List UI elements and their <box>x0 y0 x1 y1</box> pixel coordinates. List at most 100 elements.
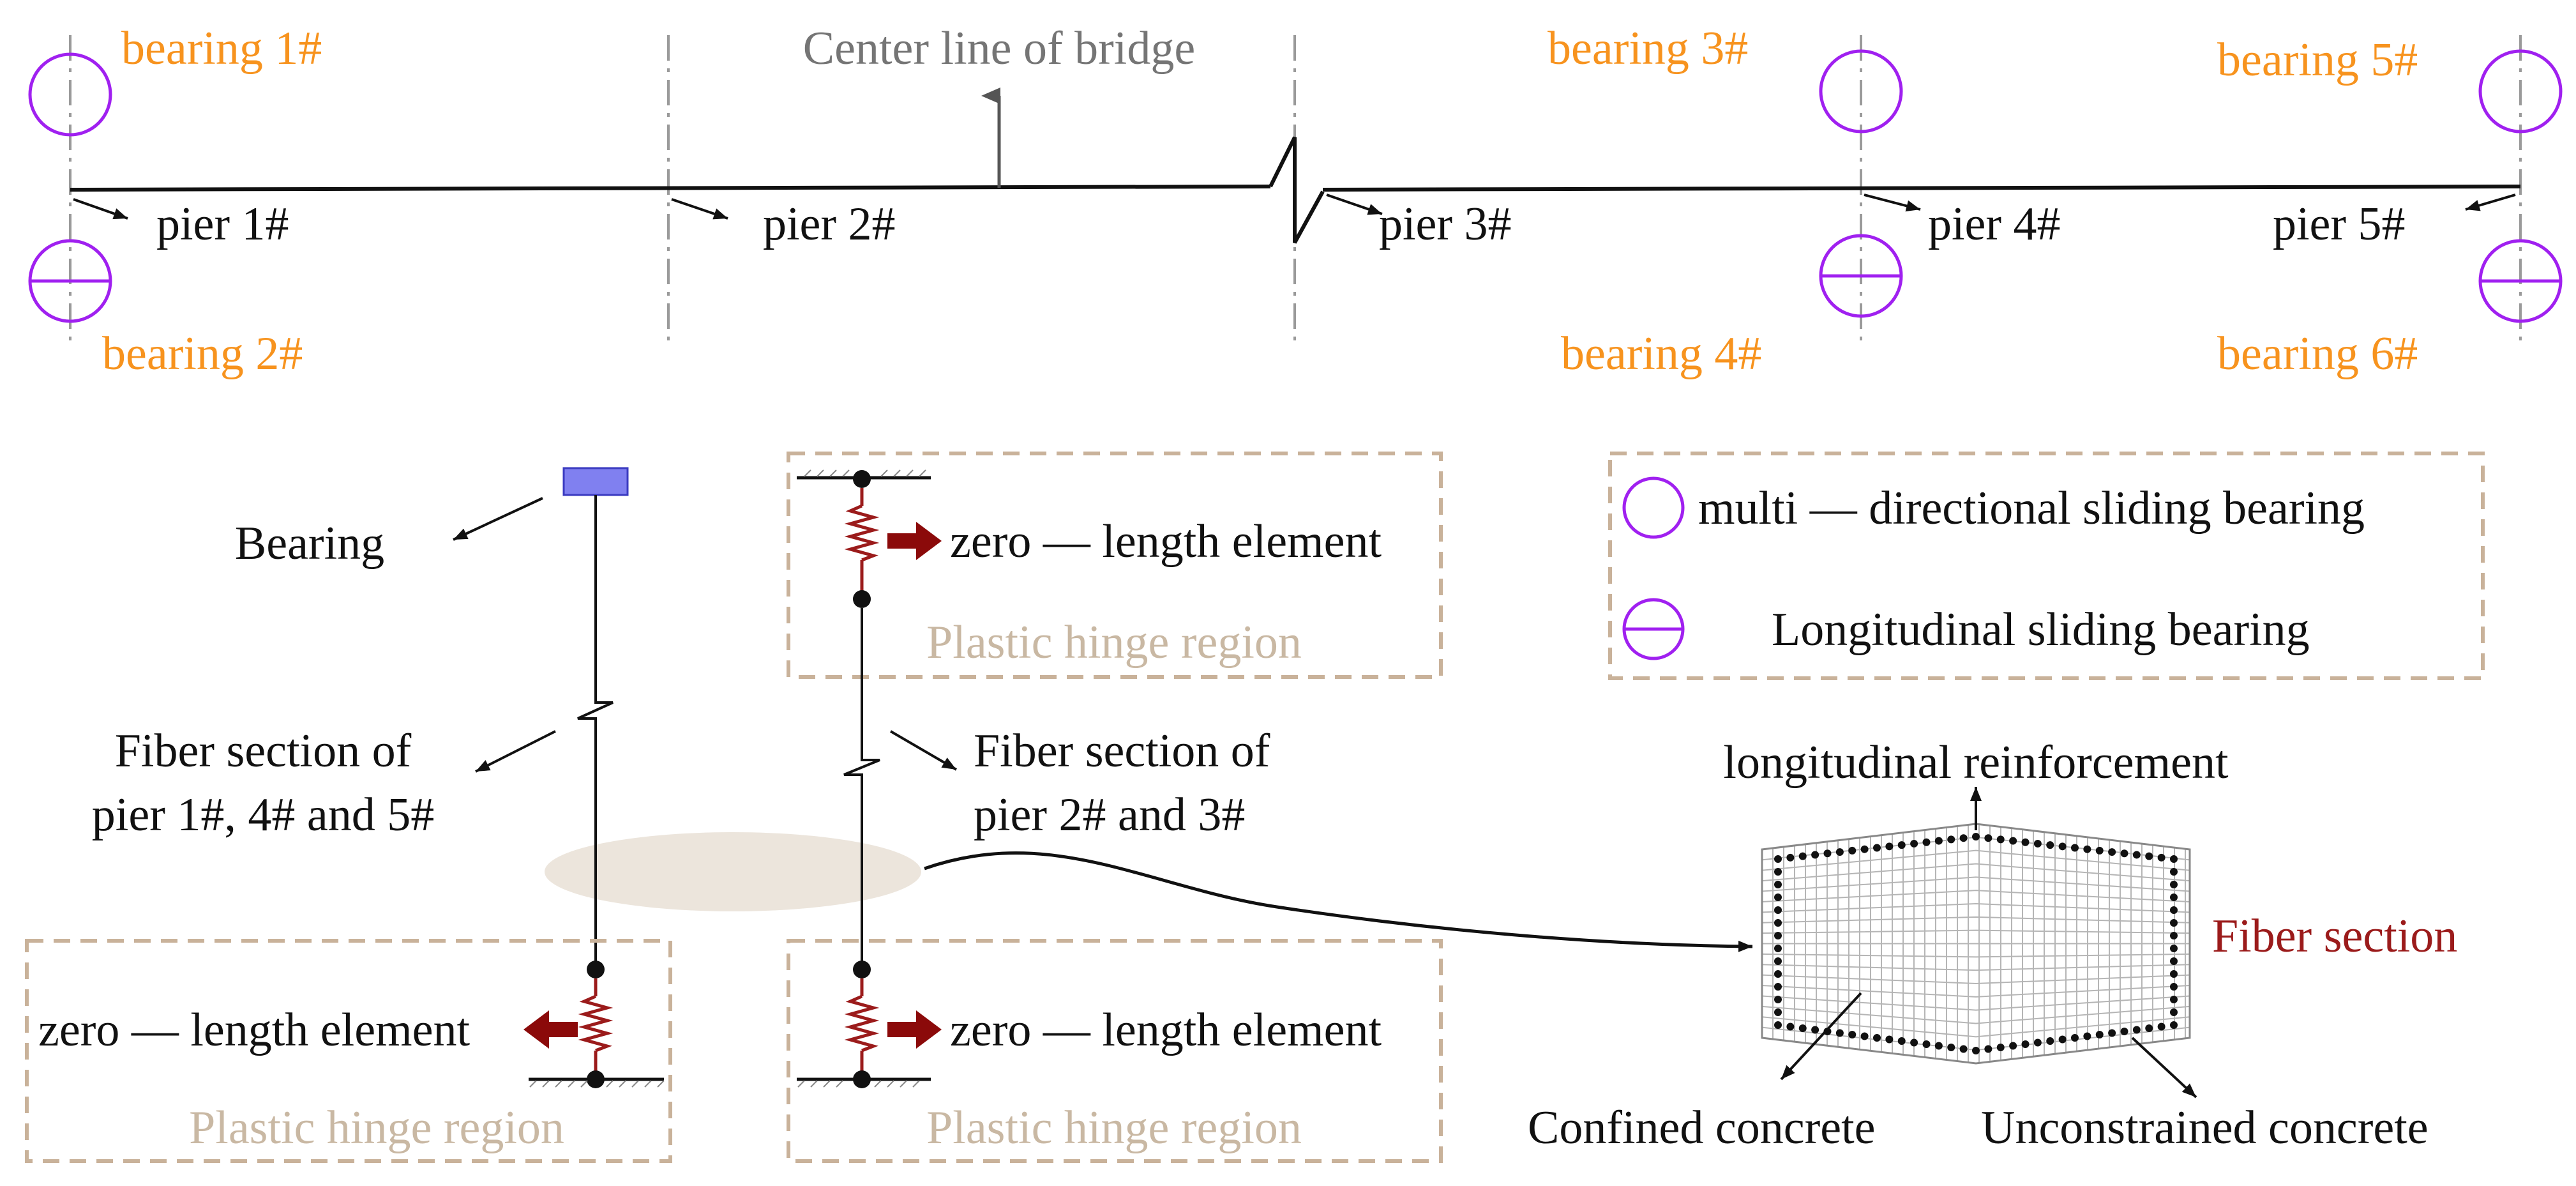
rebar-dot <box>2108 848 2116 856</box>
rebar-dot <box>1786 853 1795 862</box>
rebar-dot <box>1811 1026 1819 1034</box>
left-plastic-hinge-label: Plastic hinge region <box>189 1102 564 1154</box>
rebar-dot <box>1934 1042 1943 1050</box>
rebar-dot <box>1996 1044 2005 1051</box>
rebar-dot <box>2033 839 2042 848</box>
rebar-dot <box>1947 835 1955 844</box>
bearing-label: Bearing <box>235 517 384 570</box>
rebar-dot <box>2157 1023 2165 1031</box>
middle-bottom-zero-length-label: zero — length element <box>950 1004 1382 1056</box>
fiber-section-label: Fiber section <box>2212 910 2457 962</box>
pier-1-label: pier 1# <box>156 198 289 250</box>
pier-4-label: pier 4# <box>1928 198 2061 250</box>
middle-fiber-label-line2: pier 2# and 3# <box>974 789 1245 841</box>
left-fiber-label-line1: Fiber section of <box>115 725 412 777</box>
rebar-dot <box>2170 919 2178 927</box>
middle-bottom-plastic-hinge-box <box>787 939 1443 1163</box>
middle-top-node-2 <box>853 590 871 608</box>
bearing-4-longitudinal-icon <box>1819 234 1903 318</box>
rebar-dot <box>1885 1035 1894 1044</box>
rebar-dot <box>1774 1008 1782 1016</box>
rebar-dot <box>1959 1045 1968 1053</box>
rebar-dot <box>2170 932 2178 939</box>
middle-top-node-1 <box>853 470 871 488</box>
rebar-dot <box>1774 932 1782 939</box>
rebar-dot <box>1959 834 1968 842</box>
rebar-dot <box>1811 851 1819 859</box>
rebar-dot <box>2145 1024 2153 1032</box>
bearing-pointer-arrow <box>453 497 543 541</box>
rebar-dot <box>2083 845 2091 853</box>
left-fiber-pointer-arrow <box>475 730 556 773</box>
middle-pier-column <box>843 608 880 961</box>
rebar-dot <box>1972 1047 1980 1054</box>
rebar-dot <box>1798 1024 1807 1032</box>
fiber-section: longitudinal reinforcement Fiber section… <box>924 736 2457 1154</box>
middle-top-spring <box>844 504 880 562</box>
pier-2-label: pier 2# <box>763 198 896 250</box>
legend-circle-icon <box>1622 476 1685 539</box>
rebar-dot <box>1947 1044 1955 1051</box>
fiber-mesh <box>1762 824 2190 1063</box>
rebar-dot <box>2170 1008 2178 1016</box>
middle-bottom-spring <box>844 994 880 1053</box>
rebar-dot <box>2095 1031 2104 1038</box>
rebar-dot <box>1910 1038 1918 1047</box>
rebar-dot <box>1798 852 1807 860</box>
bearing-5-label: bearing 5# <box>2217 34 2418 86</box>
rebar-dot <box>2170 906 2178 914</box>
rebar-dot <box>2170 983 2178 991</box>
left-pier-column <box>577 495 614 964</box>
rebar-dot <box>2009 837 2017 845</box>
rebar-dot <box>1922 1040 1931 1048</box>
pier-3-arrow <box>1326 194 1383 215</box>
rebar-dot <box>2132 1026 2141 1034</box>
left-zero-length-label: zero — length element <box>38 1004 470 1056</box>
bearing-4-label: bearing 4# <box>1561 328 1761 380</box>
middle-top-plastic-hinge-label: Plastic hinge region <box>926 616 1302 669</box>
left-fiber-label-line2: pier 1#, 4# and 5# <box>92 789 434 841</box>
pier-5-label: pier 5# <box>2273 198 2406 250</box>
rebar-dot <box>2071 1034 2079 1042</box>
rebar-dot <box>1860 845 1869 853</box>
rebar-dot <box>2170 996 2178 1003</box>
rebar-dot <box>1873 1034 1881 1042</box>
middle-pier-model: zero — length element Plastic hinge regi… <box>787 452 1443 1163</box>
left-spring <box>578 994 614 1053</box>
middle-top-zero-length-label: zero — length element <box>950 515 1382 568</box>
rebar-dot <box>2170 1021 2178 1029</box>
bearing-1-label: bearing 1# <box>121 22 322 75</box>
rebar-dot <box>2021 1040 2030 1048</box>
rebar-dot <box>2071 844 2079 852</box>
rebar-dot <box>2170 945 2178 952</box>
rebar-dot <box>2170 855 2178 863</box>
rebar-dots <box>1774 833 2178 1054</box>
rebar-dot <box>1774 881 1782 888</box>
left-plastic-hinge-box <box>25 939 672 1163</box>
pier-3-label: pier 3# <box>1379 198 1512 250</box>
pier-2-arrow <box>671 198 728 220</box>
confined-concrete-arrow <box>1780 992 1862 1081</box>
rebar-dot <box>1972 833 1980 840</box>
rebar-dot <box>2170 881 2178 888</box>
rebar-dot <box>1910 839 1918 848</box>
rebar-dot <box>2058 842 2067 851</box>
rebar-dot <box>1835 1029 1844 1037</box>
middle-bottom-node-1 <box>853 961 871 978</box>
middle-bottom-plastic-hinge-label: Plastic hinge region <box>926 1102 1302 1154</box>
rebar-dot <box>2170 868 2178 876</box>
middle-fiber-pointer-arrow <box>889 730 958 771</box>
bridge-layout: Center line of bridge bearing 1# bearing… <box>28 22 2563 380</box>
rebar-dot <box>1774 983 1782 991</box>
rebar-dot <box>2120 849 2128 858</box>
rebar-dot <box>1835 848 1844 856</box>
left-node-top <box>587 961 605 978</box>
rebar-dot <box>1934 837 1943 845</box>
pier-5-arrow <box>2465 194 2516 211</box>
rebar-dot <box>2132 851 2141 859</box>
middle-fiber-label-line1: Fiber section of <box>974 725 1270 777</box>
unconstrained-concrete-arrow <box>2131 1037 2197 1099</box>
rebar-dot <box>1873 844 1881 852</box>
rebar-dot <box>1922 838 1931 846</box>
bearing-6-longitudinal-icon <box>2478 239 2563 323</box>
